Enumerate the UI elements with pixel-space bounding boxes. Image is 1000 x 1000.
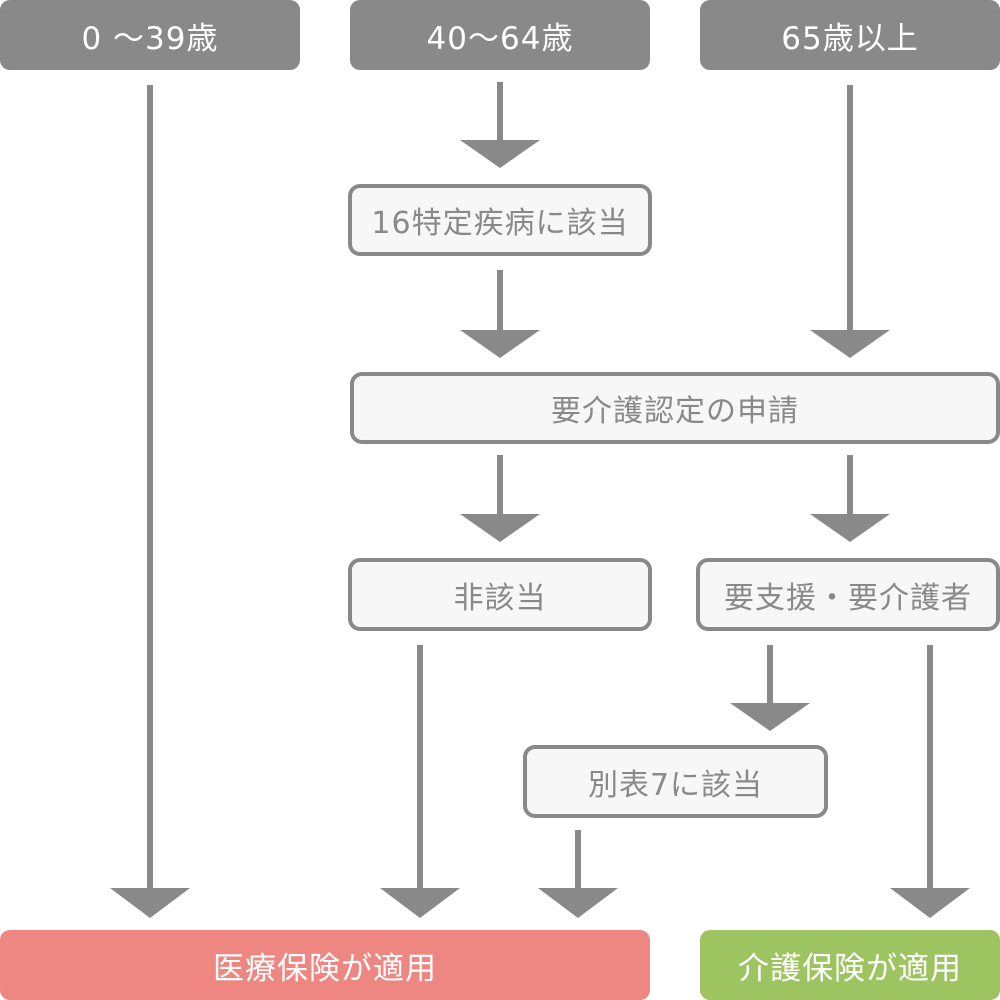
not-applicable-box: 非該当 — [348, 558, 652, 631]
arrow-application-to-certified-shaft — [847, 455, 853, 515]
arrow-young-to-medical-shaft — [147, 85, 153, 889]
arrow-disease-to-application — [460, 270, 540, 358]
arrow-not-applicable-to-medical — [380, 645, 460, 918]
arrow-application-to-certified — [810, 455, 890, 542]
arrow-disease-to-application-head — [460, 330, 540, 358]
appendix-table-7-box: 別表7に該当 — [523, 745, 828, 818]
arrow-not-applicable-to-medical-head — [380, 888, 460, 918]
care-certification-application-box: 要介護認定の申請 — [350, 372, 1000, 444]
arrow-young-to-medical-head — [110, 888, 190, 918]
arrow-certified-to-table7 — [730, 645, 810, 731]
arrow-application-to-certified-head — [810, 514, 890, 542]
arrow-young-to-medical — [110, 85, 190, 918]
arrow-certified-to-table7-shaft — [767, 645, 773, 704]
arrow-table7-to-medical-shaft — [575, 830, 581, 889]
age-0-39-box: 0 ～39歳 — [0, 0, 300, 70]
arrow-certified-to-care-shaft — [927, 645, 933, 889]
arrow-disease-to-application-shaft — [497, 270, 503, 331]
support-care-certified-box: 要支援・要介護者 — [696, 558, 1000, 631]
care-insurance-box: 介護保険が適用 — [700, 930, 1000, 1000]
arrow-senior-to-application-head — [810, 330, 890, 358]
arrow-table7-to-medical-head — [538, 888, 618, 918]
arrow-senior-to-application — [810, 85, 890, 358]
arrow-middle-to-disease — [460, 82, 540, 168]
arrow-middle-to-disease-shaft — [497, 82, 503, 141]
age-40-64-box: 40～64歳 — [350, 0, 650, 70]
arrow-application-to-not-applicable — [460, 455, 540, 542]
arrow-certified-to-care-head — [890, 888, 970, 918]
arrow-senior-to-application-shaft — [847, 85, 853, 331]
age-65-plus-box: 65歳以上 — [700, 0, 1000, 70]
arrow-application-to-not-applicable-head — [460, 514, 540, 542]
arrow-certified-to-table7-head — [730, 703, 810, 731]
arrow-table7-to-medical — [538, 830, 618, 918]
arrow-certified-to-care — [890, 645, 970, 918]
arrow-middle-to-disease-head — [460, 140, 540, 168]
medical-insurance-box: 医療保険が適用 — [0, 930, 650, 1000]
specified-disease-box: 16特定疾病に該当 — [348, 184, 652, 256]
arrow-application-to-not-applicable-shaft — [497, 455, 503, 515]
arrow-not-applicable-to-medical-shaft — [417, 645, 423, 889]
